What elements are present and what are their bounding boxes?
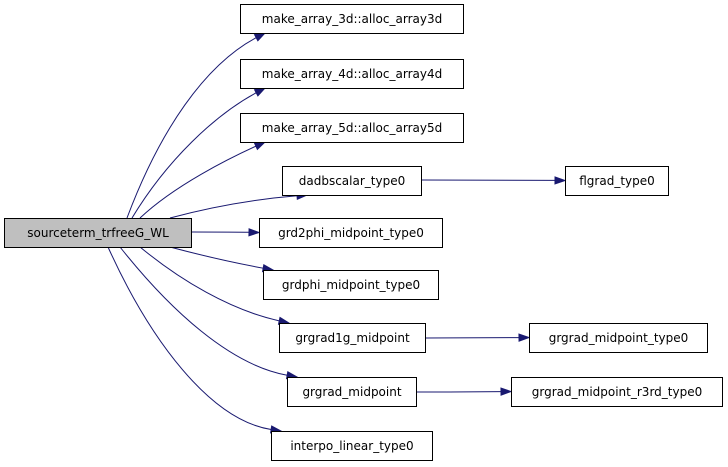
arrowhead-icon	[253, 87, 267, 97]
node-label: sourceterm_trfreeG_WL	[27, 226, 169, 240]
node-box[interactable]	[287, 377, 417, 407]
edge-root-to-interpo	[107, 246, 283, 434]
node-root[interactable]: sourceterm_trfreeG_WL	[4, 218, 192, 248]
node-box[interactable]	[565, 166, 669, 196]
edge-line	[131, 92, 257, 219]
node-label: flgrad_type0	[579, 174, 655, 188]
node-box[interactable]	[279, 323, 426, 353]
node-label: dadbscalar_type0	[299, 174, 405, 188]
edge-root-to-dadb	[169, 191, 309, 219]
node-label: interpo_linear_type0	[290, 439, 413, 453]
node-box[interactable]	[263, 270, 439, 300]
node-grgrad1g[interactable]: grgrad1g_midpoint	[279, 323, 426, 353]
node-box[interactable]	[259, 218, 443, 248]
node-box[interactable]	[529, 323, 708, 353]
edge-line	[139, 145, 257, 219]
node-dadb[interactable]: dadbscalar_type0	[282, 166, 422, 196]
node-label: grd2phi_midpoint_type0	[278, 226, 424, 240]
node-box[interactable]	[511, 377, 723, 407]
node-n4d[interactable]: make_array_4d::alloc_array4d	[240, 59, 464, 89]
node-box[interactable]	[271, 431, 433, 461]
edge-root-to-n5d	[139, 141, 267, 219]
node-label: grgrad_midpoint_r3rd_type0	[532, 385, 702, 399]
node-label: make_array_4d::alloc_array4d	[262, 67, 442, 81]
arrowhead-icon	[253, 32, 267, 42]
node-box[interactable]	[4, 218, 192, 248]
arrowhead-icon	[554, 176, 567, 185]
arrowhead-icon	[253, 141, 267, 151]
node-label: grgrad1g_midpoint	[295, 331, 410, 345]
node-label: make_array_5d::alloc_array5d	[262, 121, 442, 135]
node-n3d[interactable]: make_array_3d::alloc_array3d	[240, 4, 464, 34]
node-n5d[interactable]: make_array_5d::alloc_array5d	[240, 113, 464, 143]
node-grd2phi[interactable]: grd2phi_midpoint_type0	[259, 218, 443, 248]
edge-line	[169, 246, 264, 269]
arrowhead-icon	[500, 387, 513, 396]
arrowhead-icon	[518, 333, 531, 342]
edge-root-to-grd2phi	[190, 228, 261, 237]
node-grdphi[interactable]: grdphi_midpoint_type0	[263, 270, 439, 300]
edge-grgrad1g-to-grgradmt0	[424, 333, 531, 342]
arrowhead-icon	[248, 228, 261, 237]
edge-root-to-grdphi	[169, 246, 275, 273]
node-grgradr3[interactable]: grgrad_midpoint_r3rd_type0	[511, 377, 723, 407]
edge-line	[126, 37, 257, 219]
node-label: grgrad_midpoint	[302, 385, 401, 399]
node-box[interactable]	[282, 166, 422, 196]
edge-line	[139, 246, 280, 322]
node-label: grdphi_midpoint_type0	[282, 278, 420, 292]
node-interpo[interactable]: interpo_linear_type0	[271, 431, 433, 461]
edge-root-to-n4d	[131, 87, 267, 219]
node-label: grgrad_midpoint_type0	[549, 331, 689, 345]
edge-grgrad-to-grgradr3	[415, 387, 513, 396]
node-box[interactable]	[240, 4, 464, 34]
node-box[interactable]	[240, 113, 464, 143]
edge-line	[107, 246, 272, 430]
node-flgrad[interactable]: flgrad_type0	[565, 166, 669, 196]
nodes-layer: sourceterm_trfreeG_WL make_array_3d::allo…	[4, 4, 723, 461]
edge-line	[169, 195, 298, 219]
node-grgradmt0[interactable]: grgrad_midpoint_type0	[529, 323, 708, 353]
edge-root-to-grgrad	[119, 246, 299, 380]
node-grgrad[interactable]: grgrad_midpoint	[287, 377, 417, 407]
edge-line	[119, 246, 288, 376]
node-box[interactable]	[240, 59, 464, 89]
edge-dadb-to-flgrad	[420, 176, 567, 185]
node-label: make_array_3d::alloc_array3d	[262, 12, 442, 26]
